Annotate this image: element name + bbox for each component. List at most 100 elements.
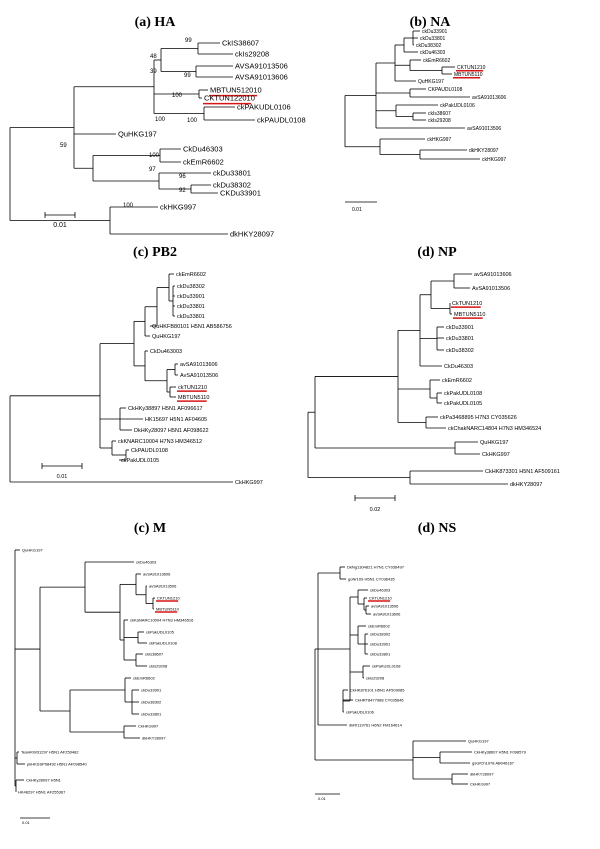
leaf-label: MBTUN5110 xyxy=(178,395,209,401)
bootstrap-value: 100 xyxy=(187,118,198,124)
leaf-labels-ha: CkIS38607 ckIs29208AVSA91013506AVSA910136… xyxy=(118,39,306,239)
leaf-label: ckIs38607 xyxy=(145,651,164,656)
leaf-label: CkHKG997 xyxy=(138,723,159,728)
leaf-label: ckHKG997 xyxy=(427,137,451,143)
leaf-label: avSA91013606 xyxy=(373,611,401,616)
leaf-label: QuHKG197 xyxy=(418,79,444,85)
bootstrap-value: 96 xyxy=(179,174,186,180)
leaf-label: ckIs29208 xyxy=(235,50,269,59)
leaf-label: CKTUN122010 xyxy=(204,94,255,103)
leaf-label: ckDu33801 xyxy=(420,36,446,42)
leaf-label: avSA91013606 xyxy=(474,272,512,278)
leaf-label: ckDu38302 xyxy=(446,348,474,354)
leaf-label: CkHK876101 H5N1 AF509085 xyxy=(350,687,405,692)
leaf-label: AvSA91013506 xyxy=(180,373,218,379)
leaf-label: DkHKy28097 H5N1 AF098622 xyxy=(134,428,209,434)
leaf-label: CkHKy38897 H5N1 AF096617 xyxy=(128,406,203,412)
leaf-label: ckPaKUDL0108 xyxy=(372,663,401,668)
leaf-label: ckPAUDL0108 xyxy=(257,116,306,125)
leaf-label: QuHKG197 xyxy=(118,130,157,139)
tree-ha xyxy=(9,42,255,235)
leaf-label: ckIs29208 xyxy=(366,675,385,680)
leaf-label: gsGfCh1978 AB046167 xyxy=(472,760,515,765)
leaf-label: ckDu33901 xyxy=(177,294,205,300)
panel-na: (b) NA ckDu33901ckDu33801ckDu38302ckDu46… xyxy=(344,15,506,213)
leaf-label: QuHKG197 xyxy=(480,440,508,446)
leaf-label: QuHKG197 xyxy=(468,738,489,743)
leaf-label: avSA91013606 xyxy=(143,571,171,576)
tree-np xyxy=(307,273,508,485)
leaf-label: dkHKY28097 xyxy=(230,230,274,239)
leaf-label: CkHKG997 xyxy=(470,781,491,786)
bootstrap-value: 92 xyxy=(179,188,186,194)
leaf-label: ckDu33801 xyxy=(446,336,474,342)
leaf-label: DkNg1304821 H7N1 CY036497 xyxy=(347,564,405,569)
leaf-label: QuHKG197 xyxy=(152,334,180,340)
leaf-label: dkHKY28097 xyxy=(142,735,166,740)
panel-ha: (a) HA CkIS38607ckIs29208AVSA91013506AVS… xyxy=(9,15,306,239)
leaf-label: ckDu38302 xyxy=(370,631,391,636)
leaf-label: HK48297 H5N1 AF255367 xyxy=(18,789,66,794)
leaf-label: CkPAUDL0108 xyxy=(131,448,168,454)
leaf-label: ckChakNARC14804 H7N3 HM346524 xyxy=(448,426,541,432)
leaf-label: ckHKG997 xyxy=(160,203,196,212)
leaf-label: MBTUN5110 xyxy=(454,72,483,78)
leaf-label: QuHKG197 xyxy=(22,547,43,552)
leaf-label: CKTUN1210 xyxy=(457,65,486,71)
leaf-label: HK15697 H5N1 AF04605 xyxy=(145,417,207,423)
leaf-labels-pb2: ckEmR6602ckDu38302ckDu33901ckDu33801ckDu… xyxy=(118,272,263,486)
leaf-label: ckDu46303 xyxy=(370,587,391,592)
leaf-label: ckKaNARC10004 H7N3 HM346516 xyxy=(130,617,194,622)
leaf-label: avSA91013506 xyxy=(467,126,501,132)
scale-label-na: 0.01 xyxy=(352,207,362,213)
bootstrap-value: 99 xyxy=(184,73,191,79)
leaf-label: dkHKY28097 xyxy=(470,771,494,776)
leaf-label: AVSA91013506 xyxy=(235,62,288,71)
leaf-label: CkTUN1210 xyxy=(452,301,482,307)
leaf-label: dkRI119761 H6N2 FM164614 xyxy=(349,722,403,727)
bootstrap-value: 48 xyxy=(150,54,157,60)
leaf-label: CKDu33901 xyxy=(220,189,261,198)
scale-label-pb2: 0.01 xyxy=(57,474,68,480)
tree-na xyxy=(344,30,480,160)
panel-title-np: (d) NP xyxy=(417,245,457,260)
leaf-label: ckDu33901 xyxy=(370,641,391,646)
leaf-label: ckDu33801 xyxy=(213,169,251,178)
leaf-label: ckDu46303 xyxy=(420,50,446,56)
tree-m xyxy=(14,549,155,792)
leaf-label: ckIs38607 xyxy=(428,111,451,117)
leaf-label: CkDu463003 xyxy=(150,349,182,355)
leaf-label: CkHKG997 xyxy=(482,452,510,458)
leaf-label: ckEmR6602 xyxy=(183,158,224,167)
leaf-label: MBTUN5110 xyxy=(156,606,180,611)
scale-label-m: 0.01 xyxy=(22,820,31,825)
leaf-label: AVSA91013606 xyxy=(235,73,288,82)
bootstrap-value: 39 xyxy=(150,69,157,75)
bootstrap-value: 99 xyxy=(185,38,192,44)
leaf-label: AvSA91013506 xyxy=(472,286,510,292)
leaf-label: ckEmR6602 xyxy=(368,623,391,628)
leaf-label: ckIs29208 xyxy=(428,118,451,124)
leaf-label: ckDu38302 xyxy=(416,43,442,49)
leaf-label: ckEmR6602 xyxy=(423,58,450,64)
leaf-label: CkDu46303 xyxy=(183,145,223,154)
leaf-label: ckDu38302 xyxy=(141,699,162,704)
bootstrap-value: 100 xyxy=(172,93,183,99)
scale-label-np: 0.02 xyxy=(370,507,381,513)
leaf-label: CKTUN1210 xyxy=(157,595,180,600)
leaf-label: ckDu38302 xyxy=(177,284,205,290)
leaf-label: MBTUN512010 xyxy=(210,86,262,95)
leaf-label: CkIS38607 xyxy=(222,39,259,48)
leaf-label: ckPakUDL0108 xyxy=(444,391,482,397)
leaf-label: CKPAUDL0108 xyxy=(428,87,463,93)
leaf-label: dkHKY28097 xyxy=(510,482,542,488)
leaf-label: ckDu33801 xyxy=(370,651,391,656)
leaf-label: CkHKy38607 H5N1 F098579 xyxy=(474,749,527,754)
leaf-label: MBTUN5110 xyxy=(454,312,485,318)
bootstrap-value: 59 xyxy=(60,143,67,149)
bootstrap-value: 100 xyxy=(149,153,160,159)
leaf-label: ckPakUDL0108 xyxy=(149,640,178,645)
